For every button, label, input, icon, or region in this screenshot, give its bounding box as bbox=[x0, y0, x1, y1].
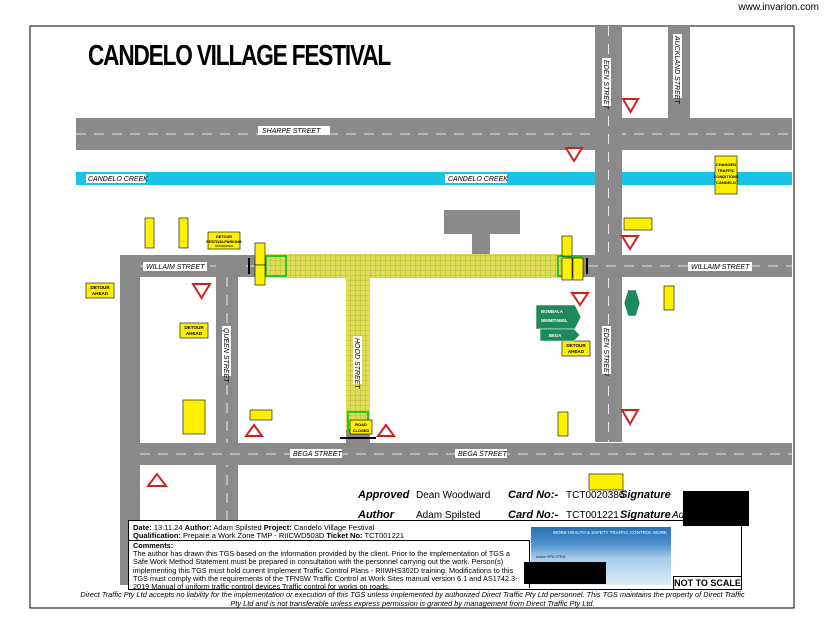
disclaimer: Direct Traffic Pty Ltd accepts no liabil… bbox=[80, 590, 745, 608]
svg-text:AHEAD: AHEAD bbox=[568, 349, 585, 354]
svg-text:ROAD: ROAD bbox=[355, 422, 367, 427]
eden-label-lower: EDEN STREET bbox=[602, 328, 609, 378]
bega-label-right: BEGA STREET bbox=[458, 451, 507, 458]
road-closed-sign: ROAD CLOSED bbox=[349, 419, 373, 435]
svg-text:AHEAD: AHEAD bbox=[92, 291, 109, 296]
building bbox=[444, 210, 520, 234]
svg-text:CANDELO: CANDELO bbox=[716, 180, 736, 185]
title-block: Date: 13.11.24 Author: Adam Spilsted Pro… bbox=[128, 520, 742, 592]
page-title: CANDELO VILLAGE FESTIVAL bbox=[88, 40, 391, 72]
creek-label-right: CANDELO CREEK bbox=[448, 176, 508, 183]
tb-row-date: Date: 13.11.24 Author: Adam Spilsted Pro… bbox=[133, 523, 375, 532]
svg-text:DETOUR: DETOUR bbox=[184, 325, 204, 330]
redaction-box-1 bbox=[524, 562, 606, 584]
direction-signs: BOMBALA NIMMITABEL BEGA bbox=[535, 289, 641, 342]
william-label-right: WILLAIM STREET bbox=[691, 264, 750, 271]
tb-comments: Comments: The author has drawn this TGS … bbox=[133, 541, 518, 592]
svg-text:NIMMITABEL: NIMMITABEL bbox=[541, 318, 568, 323]
svg-text:CHANGED: CHANGED bbox=[716, 162, 736, 167]
detour-ahead-sign-mid: DETOUR AHEAD bbox=[179, 322, 209, 339]
sheet-border bbox=[29, 25, 795, 609]
queen-street bbox=[216, 255, 238, 585]
svg-text:DETOUR: DETOUR bbox=[216, 235, 232, 239]
svg-text:CLOSED: CLOSED bbox=[353, 428, 370, 433]
bega-label-left: BEGA STREET bbox=[293, 451, 342, 458]
redaction-box-2 bbox=[683, 491, 749, 526]
card-no-1: TCT0020386 bbox=[566, 490, 625, 501]
signature-label-2: Signature bbox=[620, 509, 671, 521]
author-name: Adam Spilsted bbox=[416, 510, 481, 521]
card-no-2: TCT001221 bbox=[566, 510, 619, 521]
approval-block: Approved Dean Woodward Card No:- TCT0020… bbox=[358, 487, 685, 527]
eden-label-top: EDEN STREET bbox=[602, 60, 609, 110]
svg-text:TRAFFIC: TRAFFIC bbox=[717, 168, 734, 173]
not-to-scale: NOT TO SCALE bbox=[673, 576, 742, 590]
candelo-creek bbox=[76, 172, 792, 185]
svg-text:DETOUR: DETOUR bbox=[566, 343, 586, 348]
svg-text:AHEAD: AHEAD bbox=[186, 331, 203, 336]
detour-arrow-signs bbox=[144, 217, 675, 491]
william-label-left: WILLAIM STREET bbox=[146, 264, 205, 271]
svg-text:FESTIVALPARKING: FESTIVALPARKING bbox=[206, 240, 241, 244]
queen-label: QUEEN STREET bbox=[222, 328, 229, 383]
card-label-1: Card No:- bbox=[508, 489, 559, 501]
signature-partial: Ad bbox=[672, 510, 685, 521]
signature-label-1: Signature bbox=[620, 489, 671, 501]
detour-ahead-sign-right: DETOUR AHEAD bbox=[561, 340, 591, 357]
author-label: Author bbox=[358, 509, 395, 521]
closure-zone-william bbox=[266, 254, 566, 278]
auckland-label: AUCKLAND STREET bbox=[673, 35, 680, 104]
svg-text:DETOUR: DETOUR bbox=[90, 285, 110, 290]
svg-text:CONDITIONS: CONDITIONS bbox=[713, 174, 738, 179]
detour-ahead-sign-left: DETOUR AHEAD bbox=[85, 282, 115, 299]
sharpe-street bbox=[76, 118, 792, 150]
approved-label: Approved bbox=[358, 489, 410, 501]
website-label: www.invarion.com bbox=[738, 2, 819, 13]
tb-row-qualification: Qualification: Prepare a Work Zone TMP -… bbox=[133, 531, 405, 540]
changed-traffic-sign: CHANGED TRAFFIC CONDITIONS CANDELO bbox=[713, 155, 739, 195]
detour-festival-parking-sign: DETOUR FESTIVALPARKING bbox=[206, 231, 242, 250]
give-way-signs bbox=[146, 98, 640, 487]
svg-text:BEGA: BEGA bbox=[549, 333, 561, 338]
svg-text:BOMBALA: BOMBALA bbox=[541, 309, 563, 314]
sharpe-street-label: SHARPE STREET bbox=[262, 128, 321, 135]
west-road bbox=[120, 255, 140, 585]
approved-name: Dean Woodward bbox=[416, 490, 491, 501]
card-label-2: Card No:- bbox=[508, 509, 559, 521]
creek-label-left: CANDELO CREEK bbox=[88, 176, 148, 183]
hood-label: HOOD STREET bbox=[353, 338, 360, 389]
